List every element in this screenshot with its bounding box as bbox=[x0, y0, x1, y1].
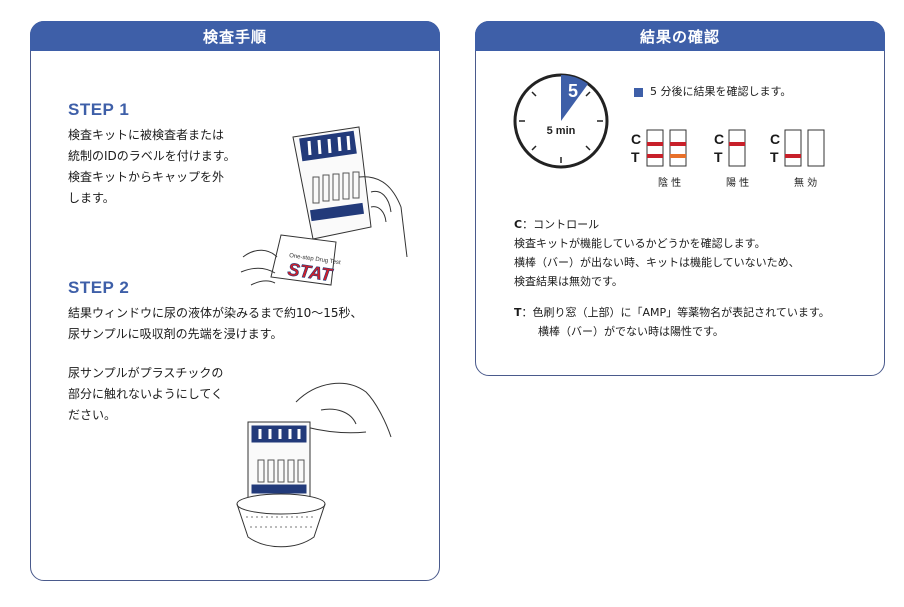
procedure-header: 検査手順 bbox=[30, 21, 440, 51]
step2-note-line: ださい。 bbox=[68, 408, 117, 422]
c-line: 横棒（バー）が出ない時、キットは機能していないため、 bbox=[514, 256, 800, 269]
invalid-caption: 無 効 bbox=[794, 178, 818, 189]
instruction-text: 5 分後に結果を確認します。 bbox=[650, 85, 792, 98]
t-line2: 横棒（バー）がでない時は陽性です。 bbox=[538, 325, 724, 338]
bullet-square-icon bbox=[634, 88, 643, 97]
results-panel: 結果の確認 5 5 min 5 分後に結果を確認します。 C T 陰 性 C T… bbox=[475, 21, 885, 376]
timer-label: 5 min bbox=[547, 125, 576, 137]
timer-minute: 5 bbox=[568, 81, 578, 101]
cup-dip-illustration bbox=[236, 382, 392, 548]
step1-line: 検査キットからキャップを外 bbox=[68, 170, 225, 184]
c-label: C bbox=[631, 131, 642, 147]
strip-positive bbox=[728, 129, 746, 167]
c-label: C bbox=[714, 131, 725, 147]
procedure-panel: 検査手順 STEP 1 検査キットに被検査者または 統制のIDのラベルを付けます… bbox=[30, 21, 440, 581]
c-key: C bbox=[514, 218, 523, 231]
step1-line: 統制のIDのラベルを付けます。 bbox=[68, 149, 236, 163]
step2-title: STEP 2 bbox=[68, 278, 130, 297]
c-line: 検査キットが機能しているかどうかを確認します。 bbox=[514, 237, 766, 250]
step2-note-line: 部分に触れないようにしてく bbox=[68, 387, 224, 401]
step1-line: 検査キットに被検査者または bbox=[68, 128, 225, 142]
step2-note-line: 尿サンプルがプラスチックの bbox=[68, 366, 224, 380]
step1-title: STEP 1 bbox=[68, 100, 130, 119]
t-label: T bbox=[714, 149, 723, 165]
c-label: C bbox=[770, 131, 781, 147]
t-line1: ：色刷り窓（上部）に「AMP」等薬物名が表記されています。 bbox=[521, 306, 830, 319]
t-key: T bbox=[514, 306, 522, 319]
cup-open-illustration: One-step Drug Test STAT bbox=[240, 126, 408, 286]
negative-caption: 陰 性 bbox=[658, 178, 682, 189]
positive-caption: 陽 性 bbox=[726, 178, 750, 189]
t-label: T bbox=[770, 149, 779, 165]
c-line: 検査結果は無効です。 bbox=[514, 275, 623, 288]
control-explanation: C：コントロール 検査キットが機能しているかどうかを確認します。 横棒（バー）が… bbox=[514, 215, 800, 291]
t-label: T bbox=[631, 149, 640, 165]
step2-note: 尿サンプルがプラスチックの 部分に触れないようにしてく ださい。 bbox=[68, 363, 223, 426]
results-header: 結果の確認 bbox=[475, 21, 885, 51]
step2-text: 結果ウィンドウに尿の液体が染みるまで約10～15秒、 尿サンプルに吸収剤の先端を… bbox=[68, 303, 363, 345]
strip-negative bbox=[646, 129, 687, 167]
strip-invalid bbox=[784, 129, 825, 167]
test-explanation: T：色刷り窓（上部）に「AMP」等薬物名が表記されています。 横棒（バー）がでな… bbox=[514, 303, 830, 341]
c-title: ：コントロール bbox=[522, 218, 600, 231]
timer-icon: 5 5 min bbox=[513, 73, 609, 169]
step1-line: します。 bbox=[68, 191, 115, 205]
step2-line: 結果ウィンドウに尿の液体が染みるまで約10～15秒、 bbox=[68, 306, 363, 320]
step1-text: 検査キットに被検査者または 統制のIDのラベルを付けます。 検査キットからキャッ… bbox=[68, 125, 236, 209]
step2-line: 尿サンプルに吸収剤の先端を浸けます。 bbox=[68, 327, 283, 341]
